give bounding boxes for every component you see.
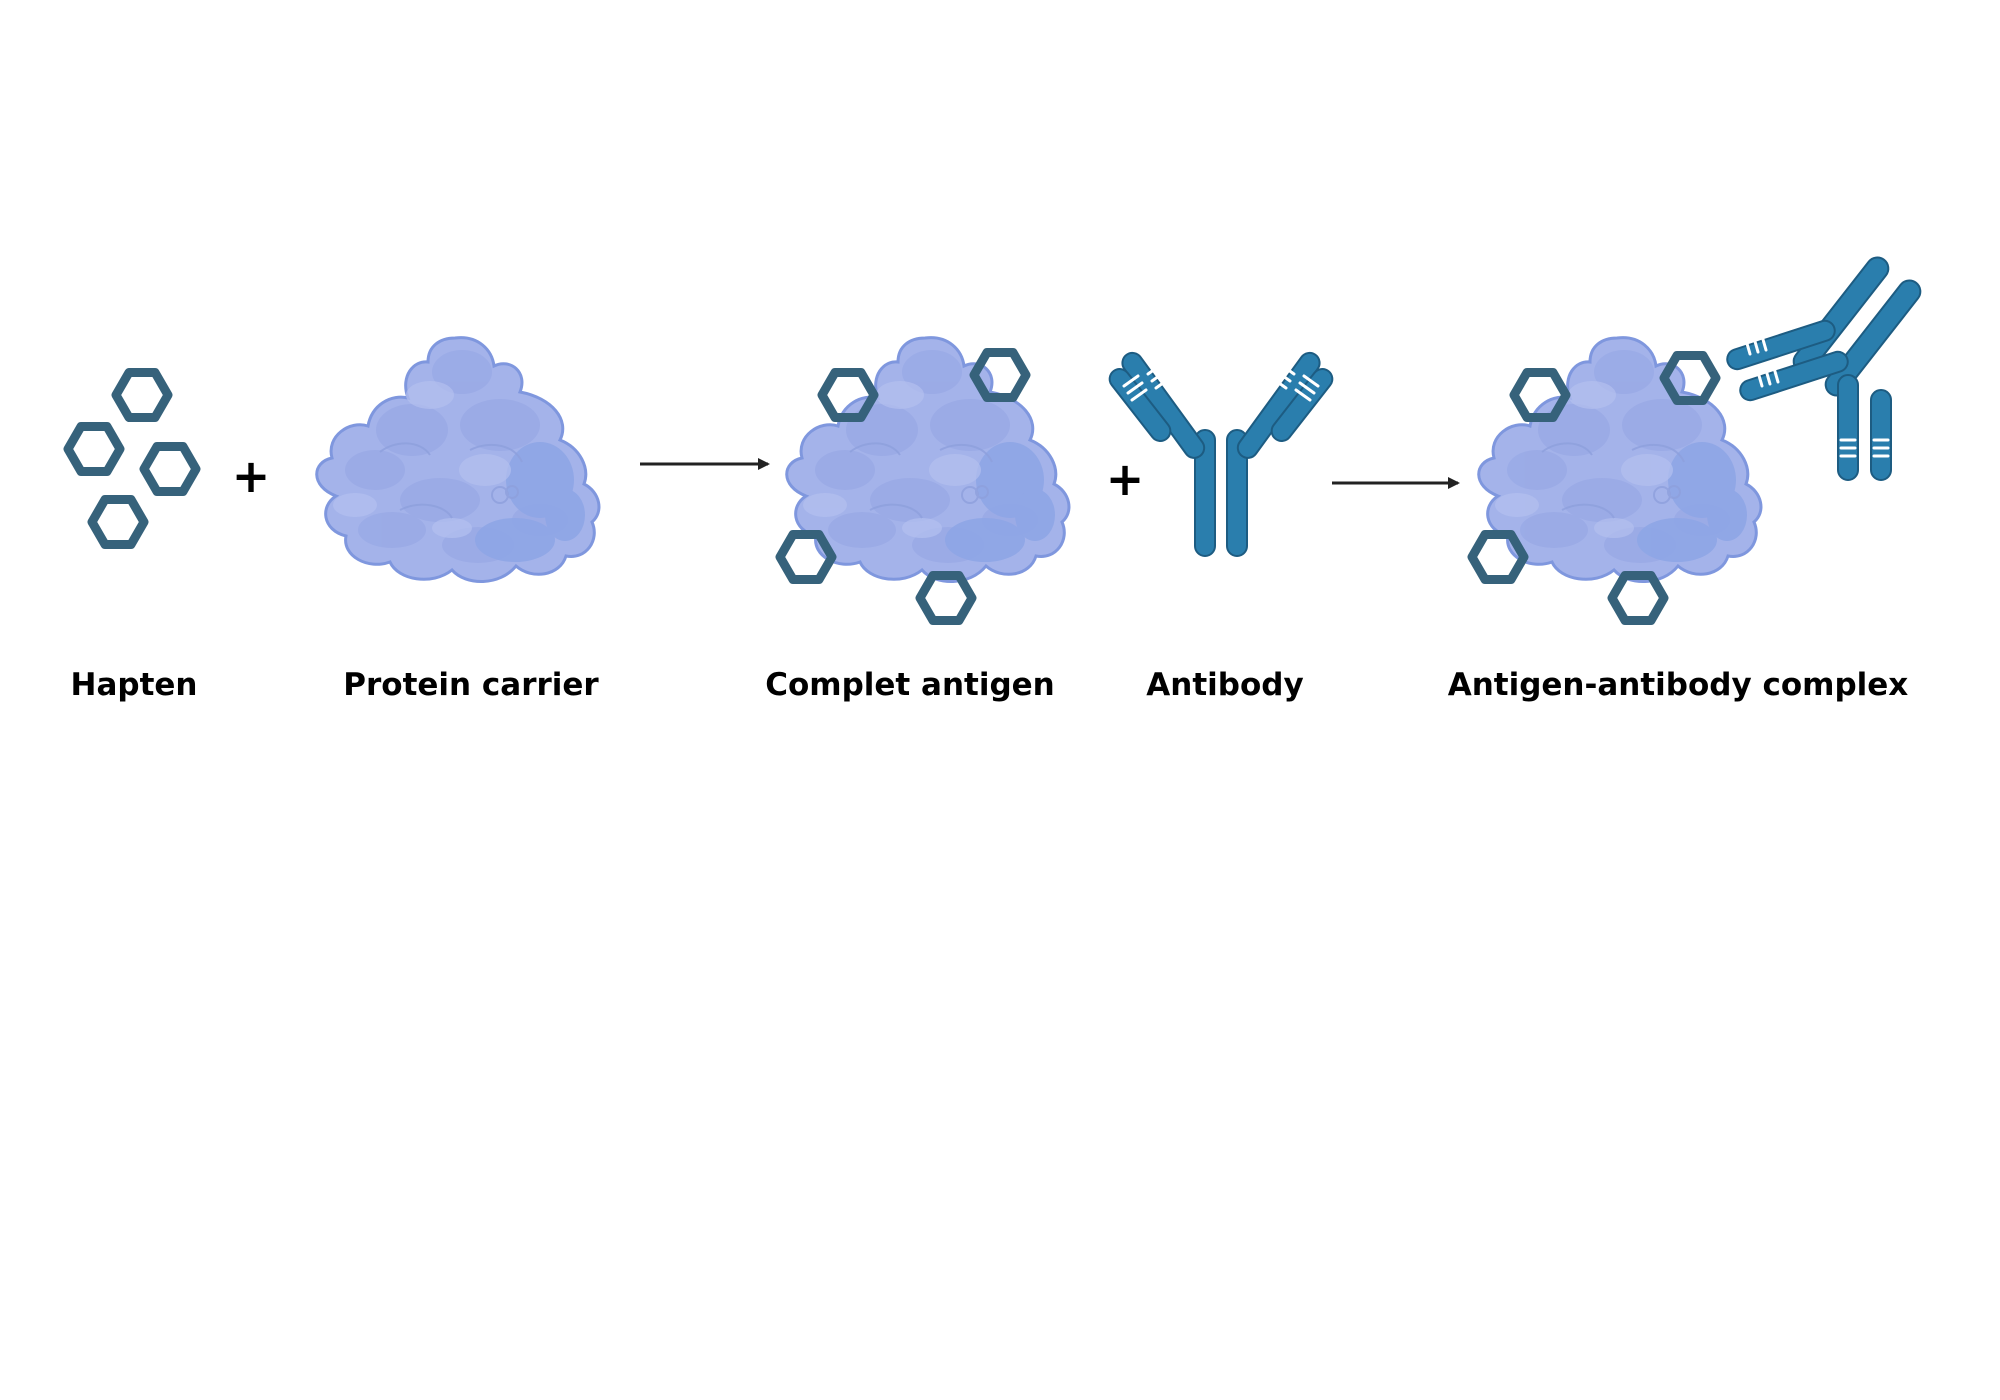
label-protein-carrier: Protein carrier [343, 667, 599, 703]
label-hapten: Hapten [71, 667, 198, 703]
hapten-hexagon-icon [116, 373, 168, 418]
antigen-antibody-complex-group [1472, 256, 1922, 620]
hapten-hexagon-icon [144, 447, 196, 492]
plus-sign-1: + [232, 449, 271, 503]
hapten-hexagon-icon [92, 500, 144, 545]
label-complete-antigen: Complet antigen [765, 667, 1055, 703]
hapten-hexagon-icon [68, 427, 120, 472]
label-antigen-antibody-complex: Antigen-antibody complex [1448, 667, 1909, 703]
protein-carrier-icon [315, 336, 601, 584]
plus-sign-2: + [1106, 452, 1145, 506]
bound-antibody-icon [1726, 256, 1922, 481]
complete-antigen-group [780, 336, 1071, 621]
label-antibody: Antibody [1146, 667, 1303, 703]
hapten-group [68, 373, 196, 545]
